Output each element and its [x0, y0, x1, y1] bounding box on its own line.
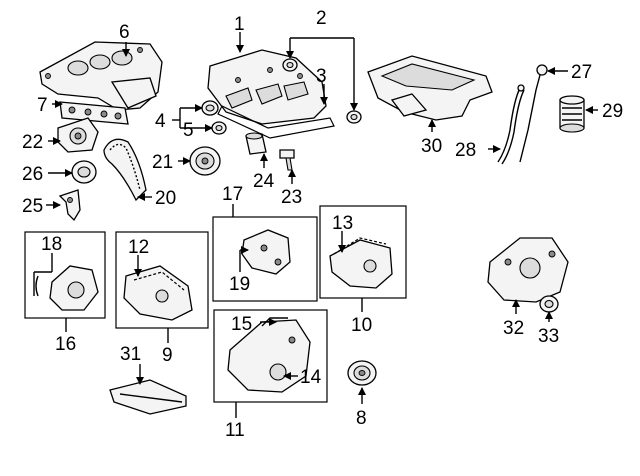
callout-31: 31	[120, 344, 141, 365]
pump-gear-part	[539, 295, 559, 313]
dipstick-handle-part	[519, 64, 548, 163]
intake-manifold-part	[39, 41, 163, 111]
callout-33: 33	[538, 326, 559, 347]
callout-30: 30	[421, 136, 442, 157]
callout-8: 8	[356, 408, 367, 429]
bolt-part	[279, 149, 295, 171]
callout-5: 5	[183, 120, 194, 141]
callout-labels: 1 2 3 4 5 6 7 8 9 10 11 12 13 14 15 16 1…	[22, 8, 623, 441]
oil-filter-part	[559, 95, 585, 133]
cover-10-part	[329, 237, 393, 289]
group-box-10	[319, 205, 407, 299]
callout-2: 2	[316, 8, 327, 29]
callout-4: 4	[155, 111, 166, 132]
callout-25: 25	[22, 196, 43, 217]
intake-gasket-part	[59, 101, 129, 125]
baffle-plate-part	[109, 379, 187, 415]
cam-sprocket-part	[189, 146, 221, 176]
cover-9-part	[123, 265, 193, 321]
callout-24: 24	[253, 171, 275, 192]
seal-part	[282, 58, 362, 124]
callout-3: 3	[316, 66, 327, 87]
callout-17: 17	[222, 184, 243, 205]
group-box-17	[212, 216, 318, 302]
callout-15: 15	[231, 314, 252, 335]
callout-28: 28	[455, 140, 476, 161]
callout-7: 7	[37, 95, 48, 116]
callout-32: 32	[503, 318, 524, 339]
callout-12: 12	[128, 237, 149, 258]
leader-lines	[33, 32, 598, 418]
callout-11: 11	[225, 420, 245, 441]
bracket-part	[58, 189, 81, 222]
callout-16: 16	[55, 334, 76, 355]
callout-20: 20	[155, 188, 176, 209]
callout-1: 1	[234, 14, 245, 35]
valve-cover-part	[207, 49, 327, 125]
callout-19: 19	[229, 274, 250, 295]
callout-26: 26	[22, 164, 43, 185]
timing-belt-part	[103, 138, 147, 202]
callout-18: 18	[41, 234, 62, 255]
callout-29: 29	[602, 101, 623, 122]
callout-21: 21	[152, 152, 173, 173]
dipstick-tube-part	[497, 84, 525, 165]
group-box-11	[213, 309, 328, 403]
callout-23: 23	[281, 187, 302, 208]
callout-22: 22	[22, 132, 43, 153]
oil-pan-part	[367, 55, 493, 121]
group-box-16	[24, 231, 106, 319]
callout-10: 10	[351, 315, 372, 336]
callout-13: 13	[332, 213, 353, 234]
tensioner-part	[57, 117, 99, 153]
bushing-part	[245, 132, 267, 155]
group-box-9	[115, 231, 209, 329]
callout-9: 9	[162, 345, 173, 366]
callout-6: 6	[119, 22, 130, 43]
cover-16-part	[35, 265, 99, 311]
callout-14: 14	[300, 367, 322, 388]
callout-27: 27	[571, 62, 592, 83]
idler-pulley-part	[71, 160, 97, 184]
crank-pulley-part	[347, 360, 377, 386]
small-seal-part	[201, 100, 227, 135]
valve-cover-gasket-part	[217, 105, 335, 139]
oil-pump-part	[487, 237, 569, 303]
cover-17-part	[241, 229, 291, 275]
